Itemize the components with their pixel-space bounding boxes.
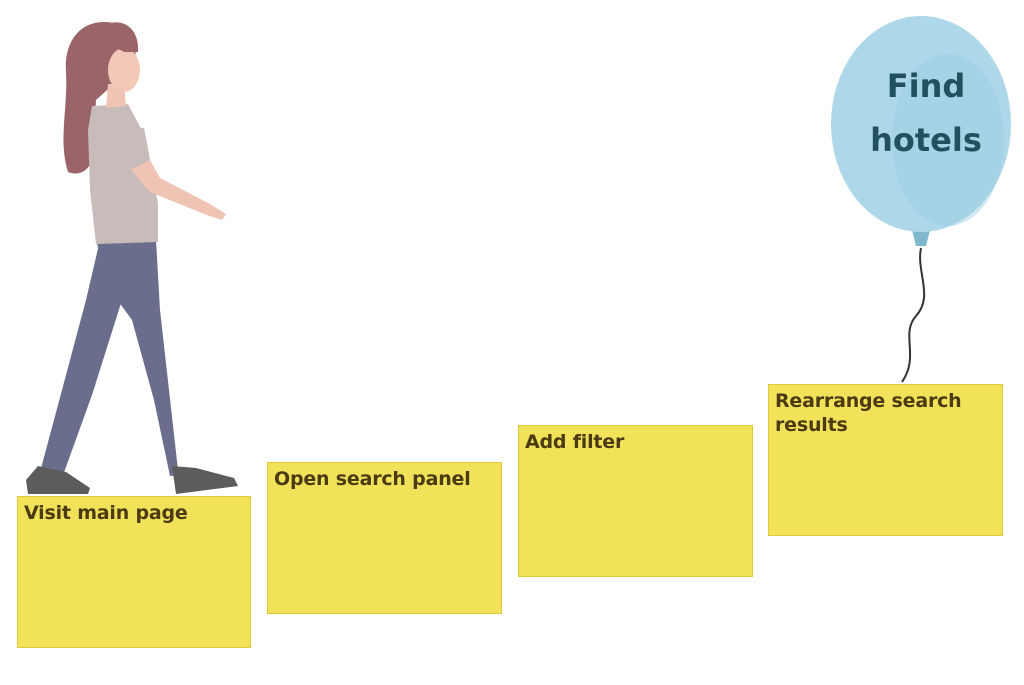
step-label: Add filter <box>525 431 625 453</box>
step-note-visit-main-page: Visit main page <box>17 496 251 648</box>
woman-sleeve <box>114 126 150 170</box>
step-label: Rearrange search results <box>775 390 962 436</box>
balloon-string <box>901 247 926 383</box>
woman-front-shoe <box>172 466 238 494</box>
balloon-label-line1: Find <box>886 67 966 105</box>
woman-back-shoe <box>26 466 90 494</box>
walking-woman-illustration <box>26 22 238 494</box>
woman-back-leg <box>40 240 122 478</box>
balloon-label-line2: hotels <box>870 121 982 159</box>
step-label: Visit main page <box>24 502 188 524</box>
step-note-add-filter: Add filter <box>518 425 753 577</box>
step-note-open-search-panel: Open search panel <box>267 462 502 614</box>
woman-face <box>108 48 140 92</box>
woman-hair-front <box>98 22 139 60</box>
step-label: Open search panel <box>274 468 471 490</box>
balloon-body <box>831 16 1011 232</box>
step-note-rearrange-search-results: Rearrange search results <box>768 384 1003 536</box>
woman-front-leg <box>96 240 190 476</box>
balloon-illustration <box>831 16 1011 383</box>
balloon-shadow <box>892 54 1004 226</box>
balloon-knot <box>912 230 930 246</box>
